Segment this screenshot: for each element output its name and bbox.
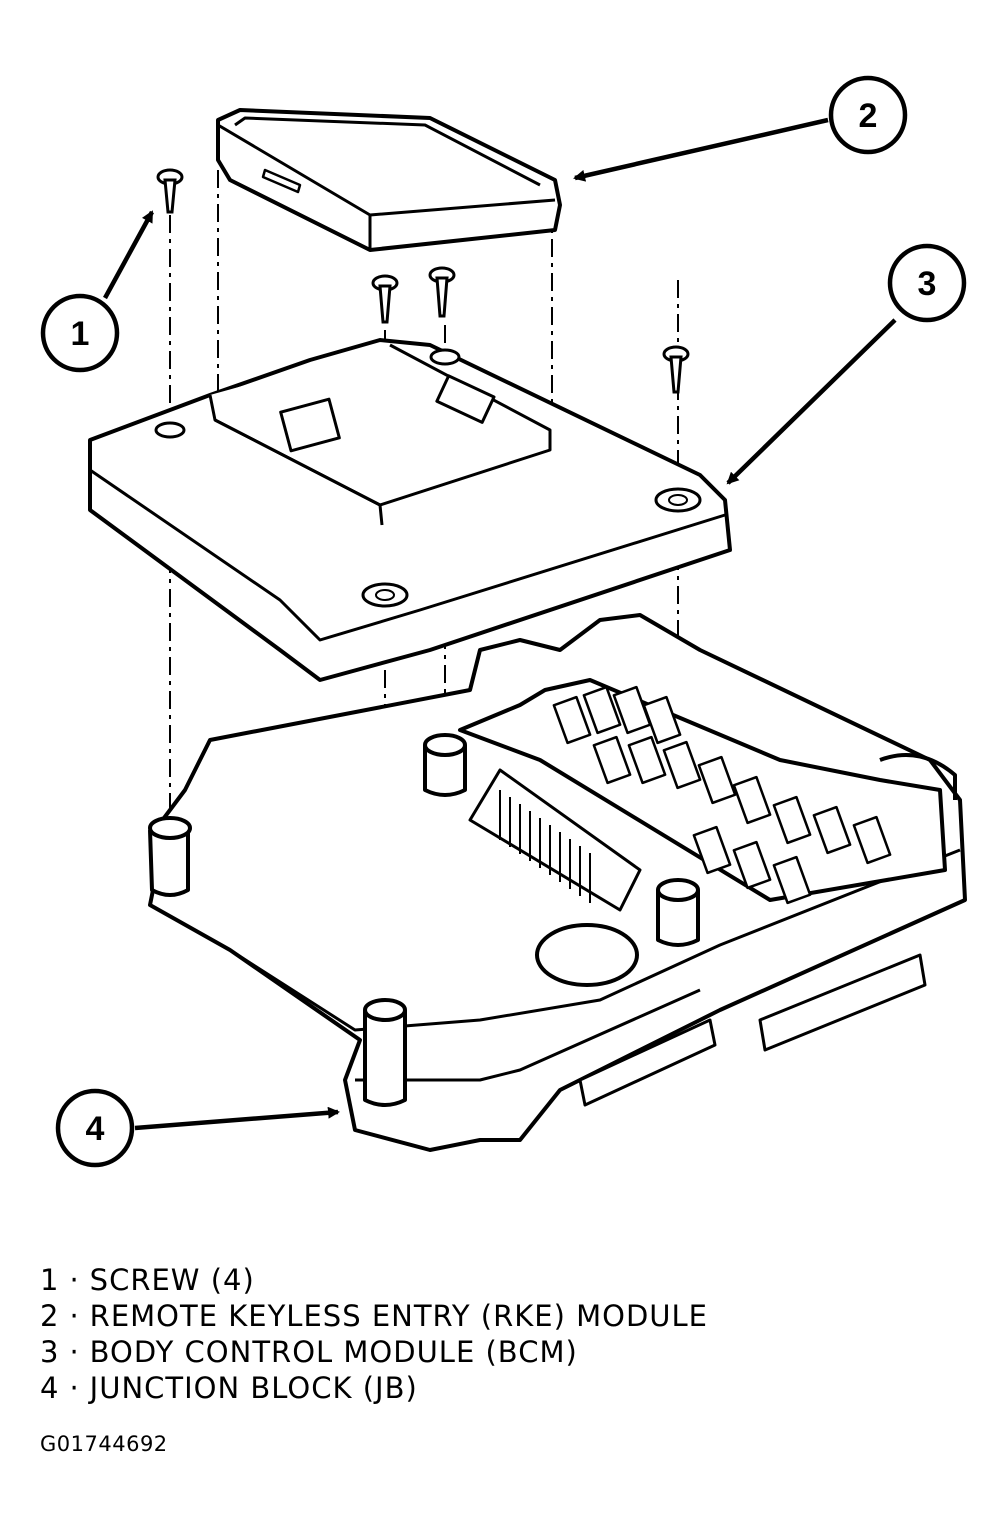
screw bbox=[156, 168, 184, 214]
leader-arrows bbox=[103, 117, 897, 1131]
legend-number: 4 bbox=[40, 1371, 60, 1405]
legend: 1 · SCREW (4) 2 · REMOTE KEYLESS ENTRY (RKE)… bbox=[40, 1262, 708, 1406]
legend-separator: · bbox=[69, 1335, 80, 1369]
figure-id: G01744692 bbox=[40, 1432, 168, 1456]
legend-item: 4 · JUNCTION BLOCK (JB) bbox=[40, 1370, 708, 1406]
legend-item: 2 · REMOTE KEYLESS ENTRY (RKE) MODULE bbox=[40, 1298, 708, 1334]
legend-item: 3 · BODY CONTROL MODULE (BCM) bbox=[40, 1334, 708, 1370]
callout-1: 1 bbox=[40, 293, 120, 373]
legend-separator: · bbox=[69, 1263, 80, 1297]
screw bbox=[371, 274, 399, 324]
screw bbox=[428, 266, 456, 318]
exploded-assembly-diagram: 1 2 3 4 bbox=[40, 75, 967, 1168]
callout-1-number: 1 bbox=[71, 315, 90, 353]
junction-block bbox=[148, 613, 967, 1152]
legend-number: 3 bbox=[40, 1335, 60, 1369]
legend-separator: · bbox=[69, 1371, 80, 1405]
callout-3: 3 bbox=[887, 243, 967, 323]
legend-number: 1 bbox=[40, 1263, 60, 1297]
callout-2: 2 bbox=[828, 75, 908, 155]
legend-text: BODY CONTROL MODULE (BCM) bbox=[89, 1335, 578, 1369]
screw bbox=[662, 345, 690, 394]
callout-4: 4 bbox=[55, 1088, 135, 1168]
legend-item: 1 · SCREW (4) bbox=[40, 1262, 708, 1298]
legend-text: SCREW (4) bbox=[89, 1263, 255, 1297]
screws bbox=[156, 168, 690, 394]
callout-3-number: 3 bbox=[918, 265, 937, 303]
legend-text: REMOTE KEYLESS ENTRY (RKE) MODULE bbox=[89, 1299, 708, 1333]
callout-4-number: 4 bbox=[86, 1110, 105, 1148]
legend-text: JUNCTION BLOCK (JB) bbox=[89, 1371, 418, 1405]
body-control-module bbox=[88, 338, 732, 682]
legend-number: 2 bbox=[40, 1299, 60, 1333]
legend-separator: · bbox=[69, 1299, 80, 1333]
rke-module bbox=[216, 108, 562, 252]
callout-2-number: 2 bbox=[859, 97, 878, 135]
